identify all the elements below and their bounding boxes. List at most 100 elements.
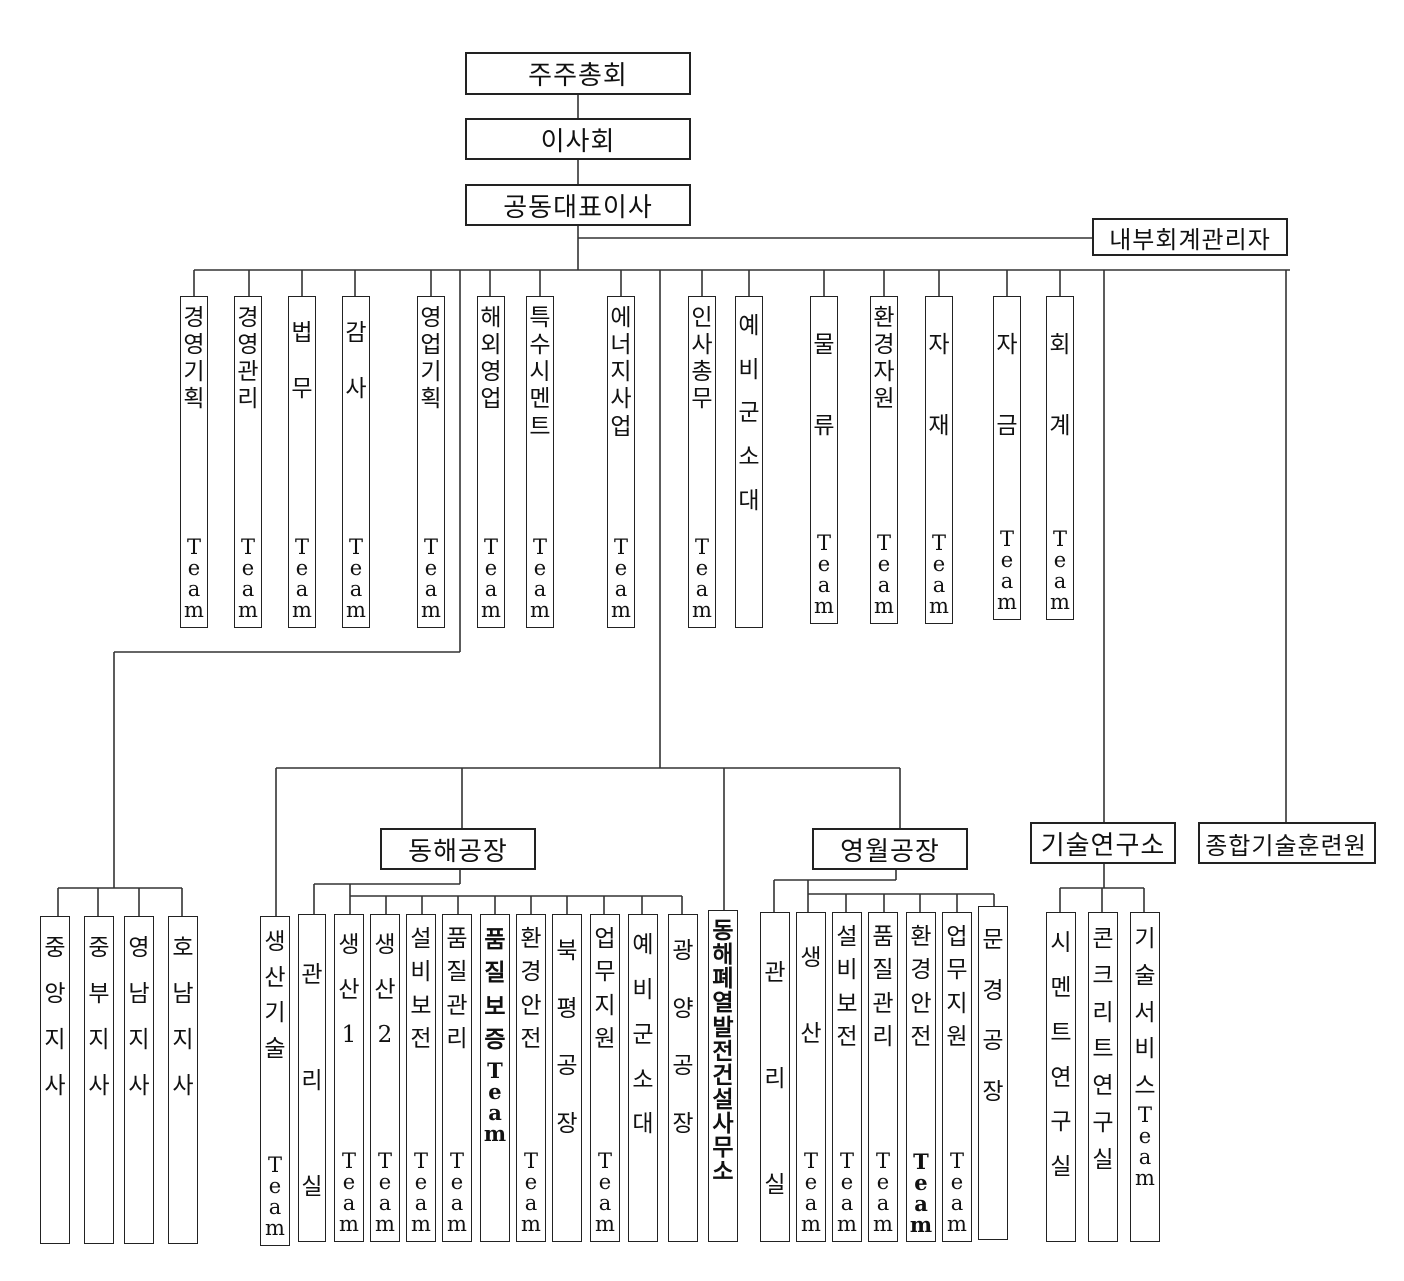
yeongwol-plant-box: 영월공장 [812,828,968,870]
training-center-box: 종합기술훈련원 [1198,822,1376,864]
internal-accounting-manager-box: 내부회계관리자 [1092,218,1288,256]
ceo-box: 공동대표이사 [465,184,691,226]
donghae-plant-box: 동해공장 [380,828,536,870]
board-of-directors-box: 이사회 [465,118,691,160]
